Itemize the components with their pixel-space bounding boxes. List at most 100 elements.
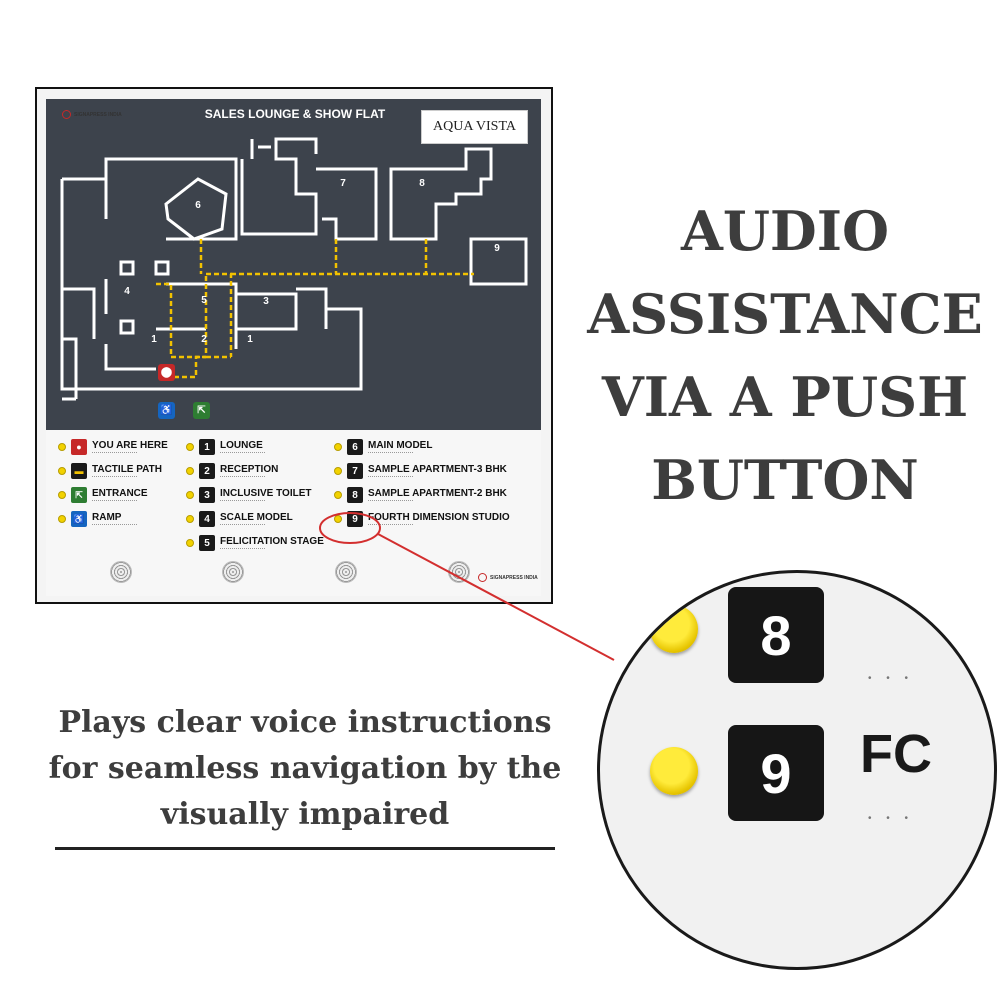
legend-label: FELICITATION STAGE [220,535,324,547]
legend-item-you-are-here: ● YOU ARE HERE [58,438,168,456]
legend-number: 7 [347,463,363,479]
legend-number: 5 [199,535,215,551]
zoom-push-button-9[interactable] [650,747,698,795]
legend-label: YOU ARE HERE [92,439,168,451]
ramp-marker-icon: ♿ [158,402,175,419]
braille-dots: • • • [868,673,915,684]
legend-number: 2 [199,463,215,479]
zoom-number-8: 8 [728,587,824,683]
zoom-push-button-8[interactable] [650,605,698,653]
audio-push-button[interactable] [186,515,194,523]
legend-label: RECEPTION [220,463,279,475]
legend-rooms-col-1: 1 LOUNGE 2 RECEPTION 3 INCLUSIVE TOILET … [186,438,324,552]
audio-push-button[interactable] [186,491,194,499]
floor-plan-drawing [60,137,528,401]
braille-text [92,499,137,503]
legend-item-entrance: ⇱ ENTRANCE [58,486,168,504]
legend-item-tactile-path: ▬ TACTILE PATH [58,462,168,480]
sign-title: SALES LOUNGE & SHOW FLAT [204,107,386,121]
headline-line: AUDIO [680,199,890,263]
brand-logo-footer: SIGNAPRESS INDIA [478,573,538,582]
headline-line: ASSISTANCE [587,282,983,346]
audio-push-button[interactable] [334,467,342,475]
speaker-grille-icon [110,561,132,583]
room-number-7: 7 [340,178,346,189]
room-walls [60,137,528,401]
legend-item-4: 4 SCALE MODEL [186,510,324,528]
zoom-number-9: 9 [728,725,824,821]
zoom-partial-label: FC [860,724,932,784]
legend-item-9: 9 FOURTH DIMENSION STUDIO [334,510,510,528]
legend-label: SAMPLE APARTMENT-2 BHK [368,487,507,499]
brand-logo: SIGNAPRESS INDIA [62,110,122,119]
legend-label: ENTRANCE [92,487,148,499]
brand-logo-icon [478,573,487,582]
brand-name: SIGNAPRESS INDIA [74,111,122,118]
caption-line: visually impaired [160,797,450,832]
entrance-marker-icon: ⇱ [193,402,210,419]
room-number-5: 5 [201,295,207,306]
speaker-grille-icon [222,561,244,583]
room-number-2: 2 [201,334,207,345]
speaker-grille-icon [335,561,357,583]
legend-number: 4 [199,511,215,527]
audio-push-button[interactable] [334,443,342,451]
caption-line: for seamless navigation by the [48,751,562,786]
tactile-path [156,239,474,379]
legend-label: FOURTH DIMENSION STUDIO [368,511,510,523]
legend-number: 1 [199,439,215,455]
braille-text [368,475,413,479]
braille-text [220,523,265,527]
audio-push-button[interactable] [186,539,194,547]
room-number-3: 3 [263,296,269,307]
braille-dots: • • • [868,813,915,824]
divider [55,847,555,850]
legend-label: TACTILE PATH [92,463,162,475]
audio-push-button[interactable] [58,467,66,475]
braille-text [368,451,413,455]
callout-line [377,533,615,661]
legend-item-8: 8 SAMPLE APARTMENT-2 BHK [334,486,510,504]
caption-line: Plays clear voice instructions [58,705,552,740]
legend-label: SAMPLE APARTMENT-3 BHK [368,463,507,475]
legend-number: 9 [347,511,363,527]
headline: AUDIO ASSISTANCE VIA A PUSH BUTTON [580,190,990,522]
legend-number: 6 [347,439,363,455]
callout-ellipse [319,512,381,544]
entrance-icon: ⇱ [71,487,87,503]
room-number-6: 6 [195,200,201,211]
braille-text [220,499,265,503]
brand-name: SIGNAPRESS INDIA [490,574,538,581]
legend-item-3: 3 INCLUSIVE TOILET [186,486,324,504]
audio-push-button[interactable] [186,467,194,475]
braille-text [220,451,265,455]
braille-text [368,499,413,503]
braille-text [92,475,137,479]
room-number-8: 8 [419,178,425,189]
brand-logo-icon [62,110,71,119]
caption: Plays clear voice instructions for seaml… [25,700,585,838]
legend-label: LOUNGE [220,439,263,451]
braille-text [368,523,413,527]
audio-push-button[interactable] [186,443,194,451]
braille-text [220,547,265,551]
audio-push-button[interactable] [334,491,342,499]
legend-number: 8 [347,487,363,503]
headline-line: VIA A PUSH [601,365,969,429]
tactile-path-icon: ▬ [71,463,87,479]
headline-line: BUTTON [651,448,919,512]
legend-label: RAMP [92,511,122,523]
zoom-inset: 8 • • • 9 FC • • • [597,570,997,970]
audio-push-button-highlighted[interactable] [334,515,342,523]
audio-push-button[interactable] [58,515,66,523]
audio-push-button[interactable] [58,491,66,499]
braille-text [220,475,265,479]
legend-item-2: 2 RECEPTION [186,462,324,480]
legend-label: MAIN MODEL [368,439,433,451]
legend-label: SCALE MODEL [220,511,293,523]
project-name: AQUA VISTA [421,110,528,144]
you-are-here-marker-icon: ⬤ [158,364,175,381]
audio-push-button[interactable] [58,443,66,451]
legend-item-ramp: ♿ RAMP [58,510,168,528]
braille-text [92,523,137,527]
